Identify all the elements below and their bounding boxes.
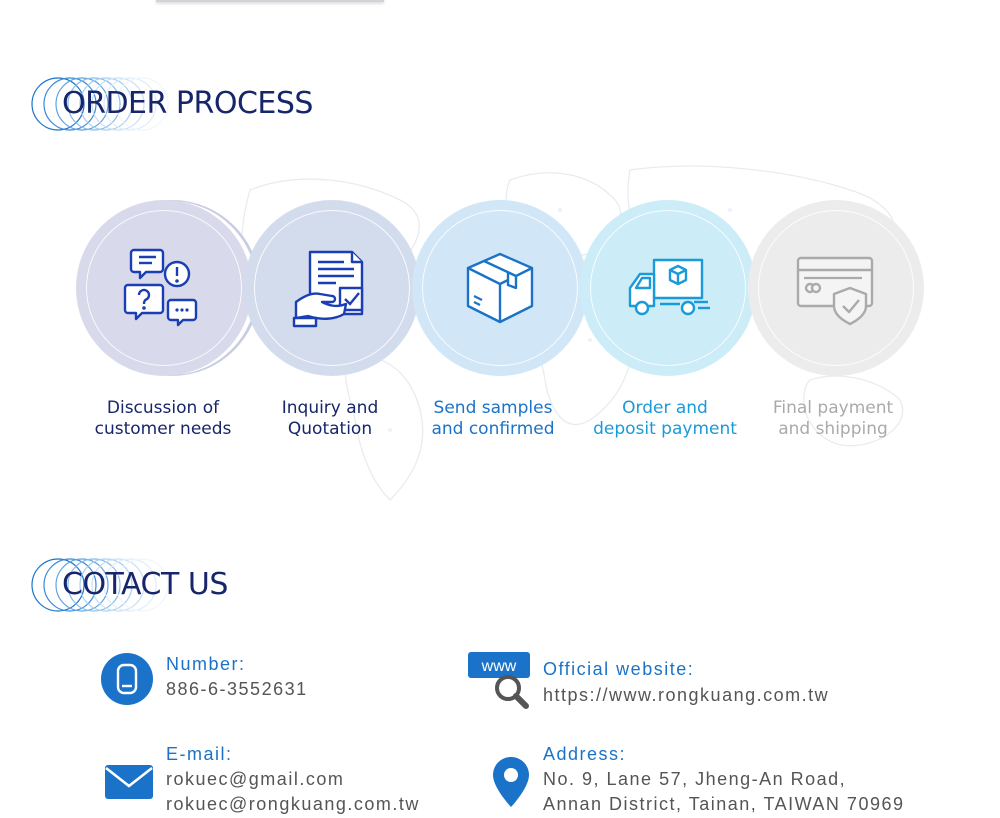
www-badge-text: www [481, 658, 517, 675]
step-label-line1: Order and [622, 398, 708, 418]
step-label-line2: and confirmed [431, 419, 555, 439]
website-label: Official website: [543, 659, 695, 679]
email-value-1[interactable]: rokuec@gmail.com [166, 769, 345, 789]
step-ring [86, 210, 242, 366]
step-order-deposit [580, 200, 760, 380]
address-line-2: Annan District, Tainan, TAIWAN 70969 [543, 794, 905, 814]
secure-card-icon [796, 256, 874, 326]
step-label-line1: Discussion of [106, 398, 220, 418]
address-label: Address: [543, 744, 627, 764]
delivery-truck-icon [628, 258, 710, 316]
step-ring [590, 210, 746, 366]
website-link[interactable]: https://www.rongkuang.com.tw [543, 685, 830, 705]
step-label-line1: Final payment [772, 398, 894, 418]
quotation-document-icon [292, 250, 364, 328]
mail-icon [105, 765, 153, 799]
contact-number: Number: 886-6-3552631 [100, 652, 400, 712]
step-label-line2: deposit payment [593, 419, 737, 439]
package-box-icon [466, 252, 534, 324]
step-ring [758, 210, 914, 366]
step-discussion-label: Discussion of customer needs [78, 398, 248, 440]
step-inquiry [244, 200, 424, 380]
email-value-2[interactable]: rokuec@rongkuang.com.tw [166, 794, 420, 814]
step-ring [422, 210, 578, 366]
step-inquiry-label: Inquiry and Quotation [245, 398, 415, 440]
step-label-line1: Send samples [433, 398, 553, 418]
number-label: Number: [166, 654, 246, 674]
rings-ornament-icon [31, 558, 169, 612]
step-final-payment-label: Final payment and shipping [748, 398, 918, 440]
step-ring [254, 210, 410, 366]
step-label-line2: Quotation [287, 419, 373, 439]
step-label-line2: and shipping [778, 419, 888, 439]
step-label-line1: Inquiry and [281, 398, 379, 418]
address-line-1: No. 9, Lane 57, Jheng-An Road, [543, 769, 847, 789]
top-image-edge [156, 0, 384, 2]
order-process-title: ORDER PROCESS [62, 86, 313, 121]
location-pin-icon [493, 757, 529, 807]
number-value[interactable]: 886-6-3552631 [166, 679, 308, 699]
phone-icon [101, 653, 153, 705]
chat-bubbles-icon [123, 248, 198, 327]
contact-email: E-mail: rokuec@gmail.com rokuec@rongkuan… [100, 742, 460, 818]
step-order-deposit-label: Order and deposit payment [580, 398, 750, 440]
contact-title: COTACT US [62, 567, 228, 602]
step-label-line2: customer needs [94, 419, 232, 439]
email-label: E-mail: [166, 744, 233, 764]
contact-website: www Official website: https://www.rongku… [468, 652, 888, 712]
step-samples-label: Send samples and confirmed [408, 398, 578, 440]
step-final-payment [748, 200, 928, 380]
contact-address: Address: No. 9, Lane 57, Jheng-An Road, … [490, 742, 950, 818]
rings-ornament-icon [31, 77, 169, 131]
www-search-icon: www [468, 652, 530, 709]
step-discussion [76, 200, 256, 380]
step-samples [412, 200, 592, 380]
